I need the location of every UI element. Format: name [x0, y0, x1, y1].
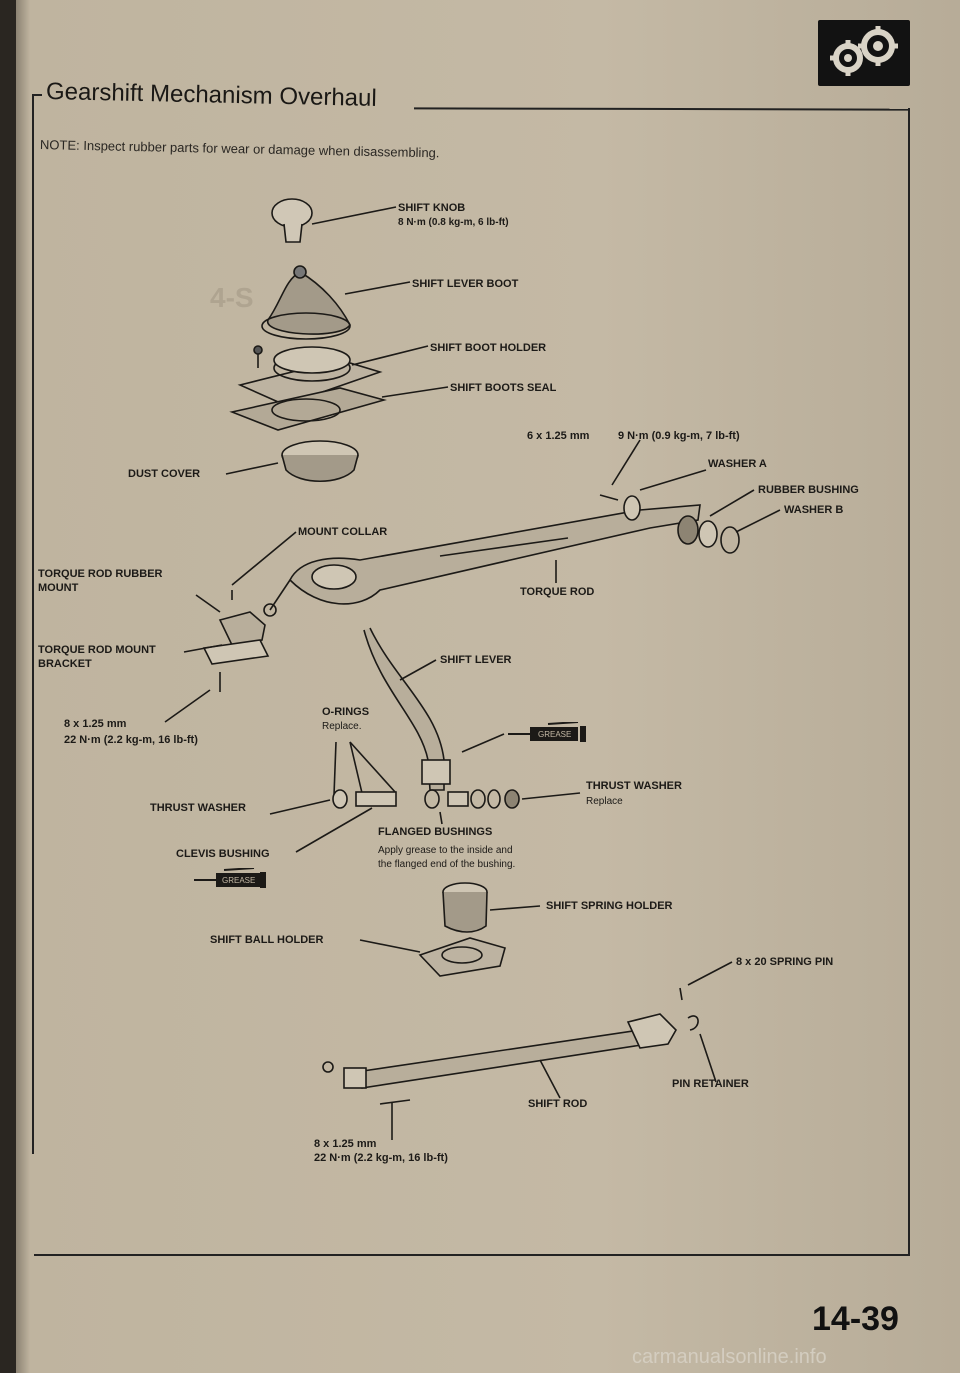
label-rubber-bushing: RUBBER BUSHING	[758, 484, 859, 496]
label-dust-cover: DUST COVER	[128, 468, 201, 480]
label-torque-rod-rubber-mount-2: MOUNT	[38, 582, 79, 594]
label-bolt-8b: 8 x 1.25 mm	[314, 1138, 377, 1150]
bleed-text: 4-S	[210, 282, 254, 313]
grease-label: GREASE	[538, 730, 572, 739]
bushings-row	[332, 789, 520, 809]
label-o-rings: O-RINGS	[322, 706, 370, 718]
label-shift-knob-torque: 8 N·m (0.8 kg-m, 6 lb-ft)	[398, 217, 509, 228]
label-washer-b: WASHER B	[784, 504, 844, 516]
label-torque-rod-mount-bracket: TORQUE ROD MOUNT	[38, 644, 156, 656]
label-flanged-bushings-note-1: Apply grease to the inside and	[378, 845, 513, 856]
washer-bushing-parts	[599, 494, 740, 554]
shift-rod-part	[322, 987, 699, 1089]
label-shift-knob: SHIFT KNOB	[398, 202, 466, 214]
label-torque-rod: TORQUE ROD	[520, 586, 595, 598]
torque-rod-part	[263, 504, 701, 617]
shift-lever-boot-part	[261, 265, 351, 340]
dust-cover-part	[281, 440, 359, 483]
grease-gun-icon: GREASE	[508, 721, 588, 744]
label-bolt-6: 6 x 1.25 mm	[527, 430, 590, 442]
label-thrust-washer-right-note: Replace	[586, 796, 623, 807]
shift-lever-part	[363, 627, 451, 791]
label-clevis-bushing: CLEVIS BUSHING	[176, 848, 270, 860]
label-flanged-bushings-note-2: the flanged end of the bushing.	[378, 859, 516, 870]
label-bolt-8b-torque: 22 N·m (2.2 kg-m, 16 lb-ft)	[314, 1152, 448, 1164]
label-torque-rod-rubber-mount: TORQUE ROD RUBBER	[38, 568, 163, 580]
grease-label: GREASE	[222, 876, 256, 885]
book-spine	[0, 0, 16, 1373]
grease-gun-icon: GREASE	[194, 867, 274, 890]
shift-spring-holder-part	[442, 882, 488, 933]
shift-boots-seal-part	[229, 387, 387, 431]
label-o-rings-note: Replace.	[322, 721, 362, 732]
label-torque-rod-mount-bracket-2: BRACKET	[38, 658, 92, 670]
label-flanged-bushings: FLANGED BUSHINGS	[378, 826, 493, 838]
label-bolt-6-torque: 9 N·m (0.9 kg-m, 7 lb-ft)	[618, 430, 740, 442]
label-shift-boot-holder: SHIFT BOOT HOLDER	[430, 342, 547, 354]
page-number: 14-39	[812, 1300, 899, 1338]
torque-rod-mount-parts	[202, 590, 270, 692]
label-shift-ball-holder: SHIFT BALL HOLDER	[210, 934, 324, 946]
label-pin-retainer: PIN RETAINER	[672, 1078, 749, 1090]
frame-line	[34, 1254, 910, 1256]
shift-ball-holder-part	[418, 937, 506, 977]
label-shift-rod: SHIFT ROD	[528, 1098, 588, 1110]
shift-knob-part	[271, 198, 313, 243]
label-shift-lever: SHIFT LEVER	[440, 654, 512, 666]
label-bolt-8a: 8 x 1.25 mm	[64, 718, 127, 730]
label-shift-boots-seal: SHIFT BOOTS SEAL	[450, 382, 557, 394]
label-spring-pin: 8 x 20 SPRING PIN	[736, 956, 834, 968]
frame-line	[908, 108, 910, 1256]
label-washer-a: WASHER A	[708, 458, 767, 470]
label-mount-collar: MOUNT COLLAR	[298, 526, 388, 538]
label-thrust-washer-right: THRUST WASHER	[586, 780, 682, 792]
label-shift-spring-holder: SHIFT SPRING HOLDER	[546, 900, 673, 912]
label-bolt-8a-torque: 22 N·m (2.2 kg-m, 16 lb-ft)	[64, 734, 198, 746]
frame-line	[32, 94, 34, 1154]
label-thrust-washer-left: THRUST WASHER	[150, 802, 246, 814]
label-shift-lever-boot: SHIFT LEVER BOOT	[412, 278, 519, 290]
frame-line	[32, 94, 42, 96]
shift-boot-holder-part	[237, 345, 383, 406]
gears-icon	[818, 20, 910, 86]
watermark: carmanualsonline.info	[632, 1346, 827, 1368]
